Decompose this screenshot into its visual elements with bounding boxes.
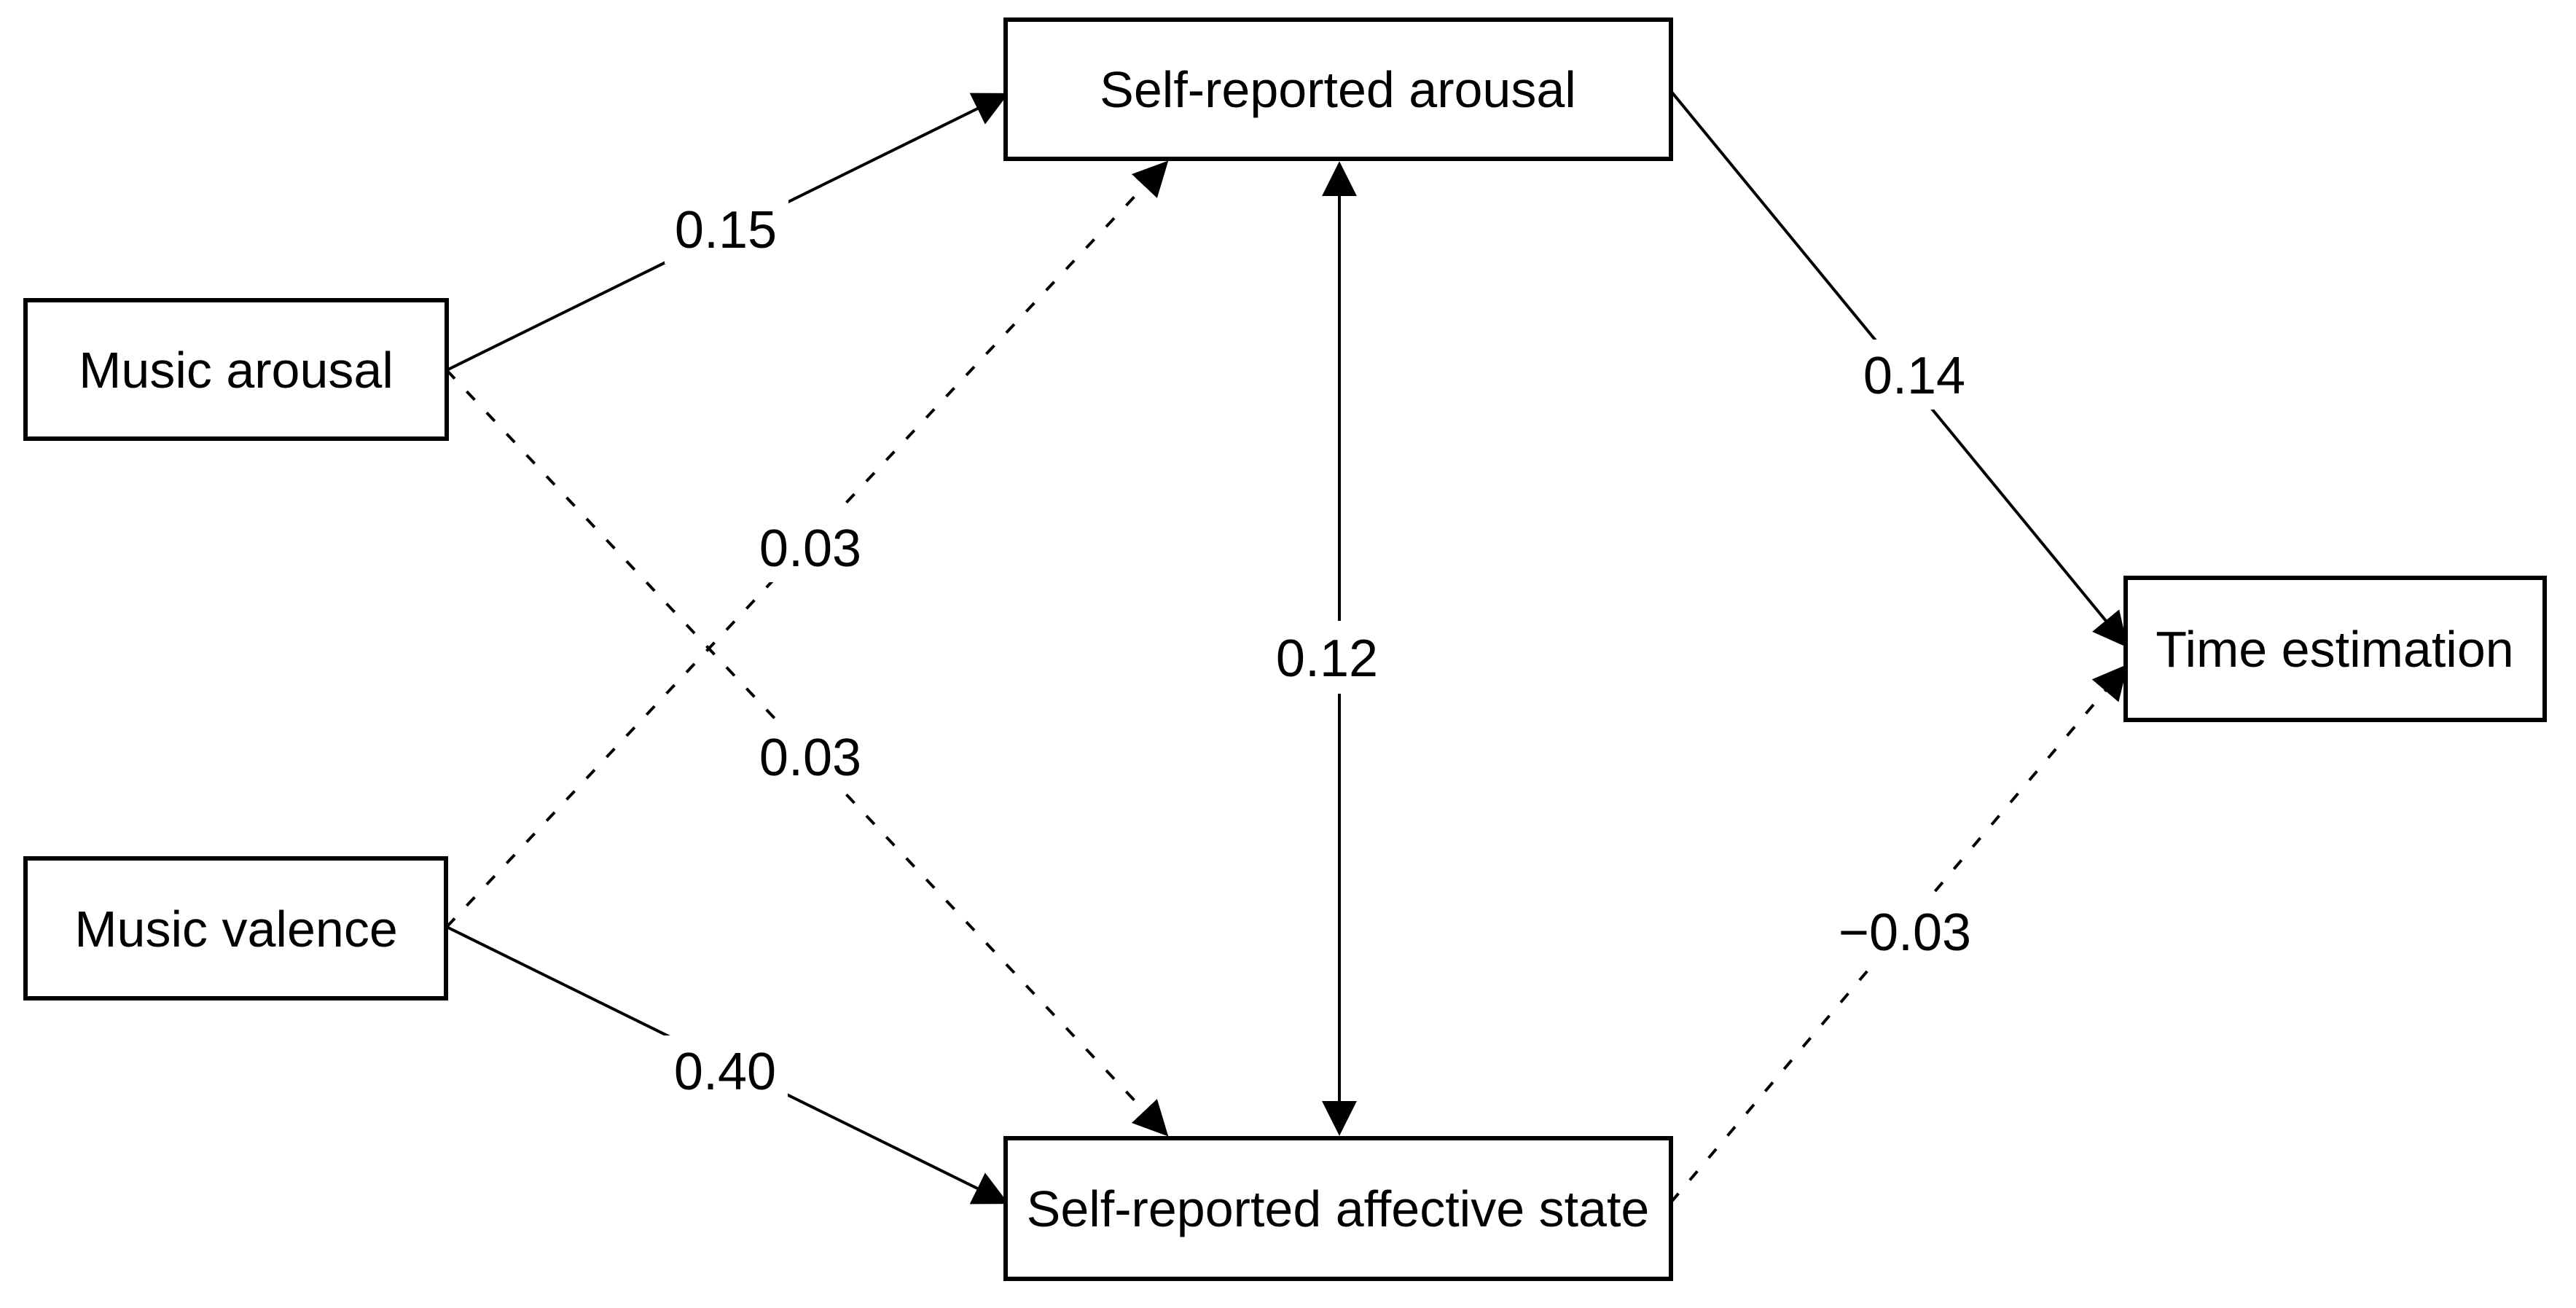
node-box-music-arousal <box>23 298 449 441</box>
edge-label-minus-0.03: −0.03 <box>1839 904 1971 962</box>
node-time-estimation: Time estimation <box>2123 576 2547 722</box>
edge-label-0.14: 0.14 <box>1863 347 1965 405</box>
node-box-self-reported-affective-state <box>1003 1136 1673 1281</box>
node-label-music-valence: Music valence <box>74 901 398 957</box>
node-box-music-valence <box>23 856 448 1000</box>
node-music-arousal: Music arousal <box>23 298 449 441</box>
edge-label-bg <box>1263 621 1391 694</box>
node-label-self-reported-arousal: Self-reported arousal <box>1100 61 1576 118</box>
edge-label-0.03-upper: 0.03 <box>759 520 861 578</box>
node-label-self-reported-affective-state: Self-reported affective state <box>1027 1180 1650 1237</box>
edge-label-0.03-lower: 0.03 <box>759 729 861 787</box>
edge-label-0.12: 0.12 <box>1276 630 1378 688</box>
node-box-self-reported-arousal <box>1003 17 1673 161</box>
edge-label-bg <box>1853 340 1977 410</box>
node-music-valence: Music valence <box>23 856 448 1000</box>
edge-label-0.15: 0.15 <box>675 201 777 259</box>
edge-label-bg <box>1828 896 1983 966</box>
edge-label-bg <box>665 194 788 264</box>
node-label-time-estimation: Time estimation <box>2156 621 2513 678</box>
edge-label-bg <box>749 512 873 582</box>
node-self-reported-affective-state: Self-reported affective state <box>1003 1136 1673 1281</box>
node-label-music-arousal: Music arousal <box>79 342 394 399</box>
edge-label-0.40: 0.40 <box>674 1043 776 1101</box>
edge-label-bg <box>749 721 873 791</box>
node-self-reported-arousal: Self-reported arousal <box>1003 17 1673 161</box>
edge-label-bg <box>664 1035 788 1105</box>
node-box-time-estimation <box>2123 576 2547 722</box>
